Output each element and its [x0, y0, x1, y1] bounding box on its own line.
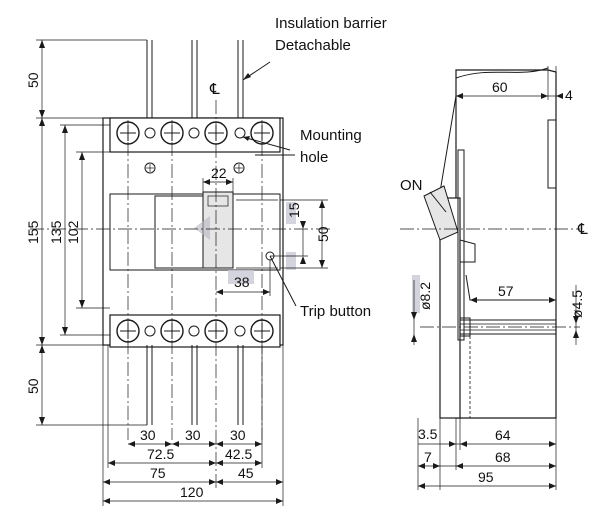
- bottom-leads: [146, 345, 244, 425]
- mounting-holes: [144, 162, 245, 174]
- dim-57: 57: [498, 283, 514, 299]
- dim-phi-8-2: ø8.2: [417, 282, 433, 310]
- dim-phi-4-5: ø4.5: [569, 290, 585, 318]
- hole-label: hole: [300, 149, 328, 166]
- top-leads: [146, 40, 244, 120]
- breaker-body: [102, 117, 284, 346]
- front-view: [30, 40, 420, 490]
- dim-30-c: 30: [230, 427, 246, 443]
- mounting-label: Mounting: [300, 127, 362, 144]
- dim-38: 38: [234, 274, 250, 290]
- dim-72-5: 72.5: [147, 446, 174, 462]
- dim-50-right: 50: [315, 226, 331, 242]
- front-horizontal-dims: [102, 178, 284, 506]
- trip-button-label: Trip button: [300, 303, 371, 320]
- dim-7: 7: [424, 449, 432, 465]
- top-terminal-block: [109, 117, 281, 153]
- dim-42-5: 42.5: [225, 446, 252, 462]
- side-handle: [423, 185, 459, 241]
- dim-68: 68: [495, 449, 511, 465]
- centerline-side-symbol: ℄: [577, 221, 588, 238]
- on-label: ON: [400, 177, 423, 194]
- dim-60: 60: [492, 79, 508, 95]
- dim-22: 22: [211, 165, 227, 181]
- side-dims: [411, 66, 579, 490]
- dim-64: 64: [495, 427, 511, 443]
- side-front-cover: [439, 197, 461, 419]
- centerline-top-symbol: ℄: [209, 81, 220, 98]
- dim-120: 120: [180, 484, 204, 500]
- dim-4: 4: [565, 87, 573, 103]
- insulation-barrier-label: Insulation barrier: [275, 15, 387, 32]
- handle-top: [207, 195, 229, 207]
- front-vertical-dims: [36, 39, 328, 426]
- dim-bottom-50: 50: [25, 378, 41, 394]
- labels: Insulation barrier Detachable ℄ Mounting…: [25, 15, 588, 500]
- dim-30-b: 30: [185, 427, 201, 443]
- cover-plate: [109, 193, 281, 271]
- side-view: [400, 67, 580, 419]
- dim-top-50: 50: [25, 72, 41, 88]
- dim-45: 45: [238, 465, 254, 481]
- dim-155: 155: [25, 220, 41, 244]
- dim-102: 102: [65, 220, 81, 244]
- dim-15: 15: [286, 202, 302, 218]
- detachable-label: Detachable: [275, 37, 351, 54]
- dim-75: 75: [150, 465, 166, 481]
- dim-95: 95: [478, 469, 494, 485]
- dim-30-a: 30: [140, 427, 156, 443]
- dim-3-5: 3.5: [418, 426, 438, 442]
- side-body: [455, 69, 557, 419]
- dim-135: 135: [48, 220, 64, 244]
